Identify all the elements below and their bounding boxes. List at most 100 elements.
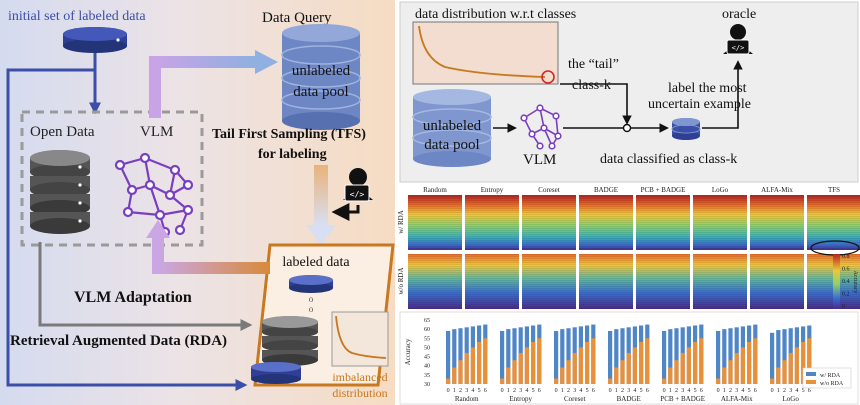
- heatmap-cell-w-rda-texture: [807, 195, 860, 250]
- legend-swatch: [806, 380, 816, 384]
- colorbar-tick: 0.2: [842, 292, 850, 298]
- group-label: LoGo: [783, 395, 800, 403]
- bar-w-rda: [554, 330, 559, 384]
- bar-w-rda: [770, 332, 775, 384]
- heatmap-method-label: BADGE: [594, 186, 618, 194]
- x-tick-label: 3: [519, 388, 522, 394]
- imbalanced-label-2: distribution: [332, 386, 387, 400]
- x-tick-label: 2: [783, 388, 786, 394]
- bar-wo-rda: [693, 341, 698, 384]
- heatmap-cell-wo-rda-texture: [465, 254, 519, 309]
- vlm-to-pool-arrowhead: [255, 50, 278, 74]
- oracle-icon-right: </>: [723, 24, 753, 55]
- x-tick-label: 5: [532, 388, 535, 394]
- bar-w-rda: [608, 330, 613, 384]
- bar-w-rda: [446, 330, 451, 384]
- y-tick-label: 30: [424, 382, 430, 388]
- heatmap-method-label: PCB + BADGE: [641, 186, 686, 194]
- heatmap-method-label: Coreset: [538, 186, 559, 194]
- vlm-network-icon-right: [520, 104, 562, 150]
- bar-w-rda: [662, 330, 667, 384]
- heatmap-method-label: LoGo: [712, 186, 729, 194]
- heatmap-cell-w-rda-texture: [750, 195, 804, 250]
- bar-w-rda: [728, 328, 733, 384]
- y-tick-label: 45: [424, 355, 430, 361]
- bar-wo-rda: [572, 352, 577, 384]
- initial-to-bottom-arrow: [6, 68, 248, 391]
- oracle-to-labeled-arrow: [331, 203, 360, 221]
- heatmap-cell-w-rda-texture: [693, 195, 747, 250]
- bar-w-rda: [512, 328, 517, 384]
- heatmap-cell-w-rda-texture: [579, 195, 633, 250]
- bar-wo-rda: [753, 338, 758, 384]
- group-label: BADGE: [617, 395, 641, 403]
- heatmap-cell-w-rda-texture: [408, 195, 462, 250]
- bar-w-rda: [782, 329, 787, 384]
- colorbar: [833, 254, 840, 309]
- tfs-label-1: Tail First Sampling (TFS): [212, 127, 366, 142]
- y-tick-label: 40: [424, 364, 430, 370]
- colorbar-tick: 0.4: [842, 279, 850, 285]
- rda-label: Retrieval Augmented Data (RDA): [10, 333, 227, 349]
- heatmap-cell-wo-rda-texture: [750, 254, 804, 309]
- bar-wo-rda: [801, 341, 806, 384]
- bar-wo-rda: [668, 367, 673, 384]
- x-tick-label: 4: [741, 388, 744, 394]
- tail-label-2: class-k: [572, 78, 611, 93]
- x-tick-label: 6: [538, 388, 541, 394]
- vlm-adaptation-arrowhead: [146, 220, 170, 238]
- db-to-oracle-arrow: [702, 60, 743, 129]
- pool-label-left-1: unlabeled: [292, 63, 351, 79]
- bar-wo-rda: [477, 341, 482, 384]
- bar-w-rda: [614, 329, 619, 384]
- group-label: ALFA-Mix: [721, 395, 753, 403]
- x-tick-label: 2: [621, 388, 624, 394]
- bar-wo-rda: [506, 367, 511, 384]
- x-tick-label: 0: [609, 388, 612, 394]
- x-tick-label: 6: [700, 388, 703, 394]
- y-axis-label: Accuracy: [404, 338, 412, 365]
- heatmap-method-label: Random: [423, 186, 447, 194]
- x-tick-label: 6: [592, 388, 595, 394]
- labeled-db-gray-icon: [262, 316, 318, 366]
- x-tick-label: 0: [447, 388, 450, 394]
- x-tick-label: 1: [507, 388, 510, 394]
- x-tick-label: 3: [465, 388, 468, 394]
- rda-arrow: [38, 242, 253, 331]
- bar-wo-rda: [645, 338, 650, 384]
- x-tick-label: 1: [723, 388, 726, 394]
- pool-label-left-2: data pool: [293, 84, 348, 100]
- group-label: Random: [455, 395, 479, 403]
- dist-curve: [418, 25, 546, 78]
- x-tick-label: 0: [501, 388, 504, 394]
- x-tick-label: 5: [748, 388, 751, 394]
- bar-w-rda: [506, 329, 511, 384]
- bar-wo-rda: [662, 378, 667, 384]
- oracle-label: oracle: [722, 7, 756, 22]
- heatmap-method-label: ALFA-Mix: [761, 186, 793, 194]
- bar-wo-rda: [728, 360, 733, 384]
- x-tick-label: 3: [789, 388, 792, 394]
- bar-wo-rda: [560, 367, 565, 384]
- heatmap-cell-w-rda-texture: [636, 195, 690, 250]
- bar-wo-rda: [500, 378, 505, 384]
- bar-wo-rda: [794, 347, 799, 384]
- y-tick-label: 65: [424, 318, 430, 324]
- initial-db-icon: [63, 27, 127, 53]
- bar-wo-rda: [686, 347, 691, 384]
- bar-wo-rda: [716, 378, 721, 384]
- vlm-adaptation-label: VLM Adaptation: [74, 289, 192, 306]
- pool-to-labeled-arrow: [314, 165, 328, 225]
- heatmap-cell-w-rda-texture: [465, 195, 519, 250]
- x-tick-label: 1: [669, 388, 672, 394]
- imbalanced-curve: [335, 315, 387, 359]
- pool-label-right-2: data pool: [424, 137, 479, 153]
- bar-w-rda: [452, 329, 457, 384]
- open-data-db-icon: [30, 150, 90, 234]
- x-tick-label: 5: [802, 388, 805, 394]
- bar-w-rda: [458, 328, 463, 384]
- x-tick-label: 6: [808, 388, 811, 394]
